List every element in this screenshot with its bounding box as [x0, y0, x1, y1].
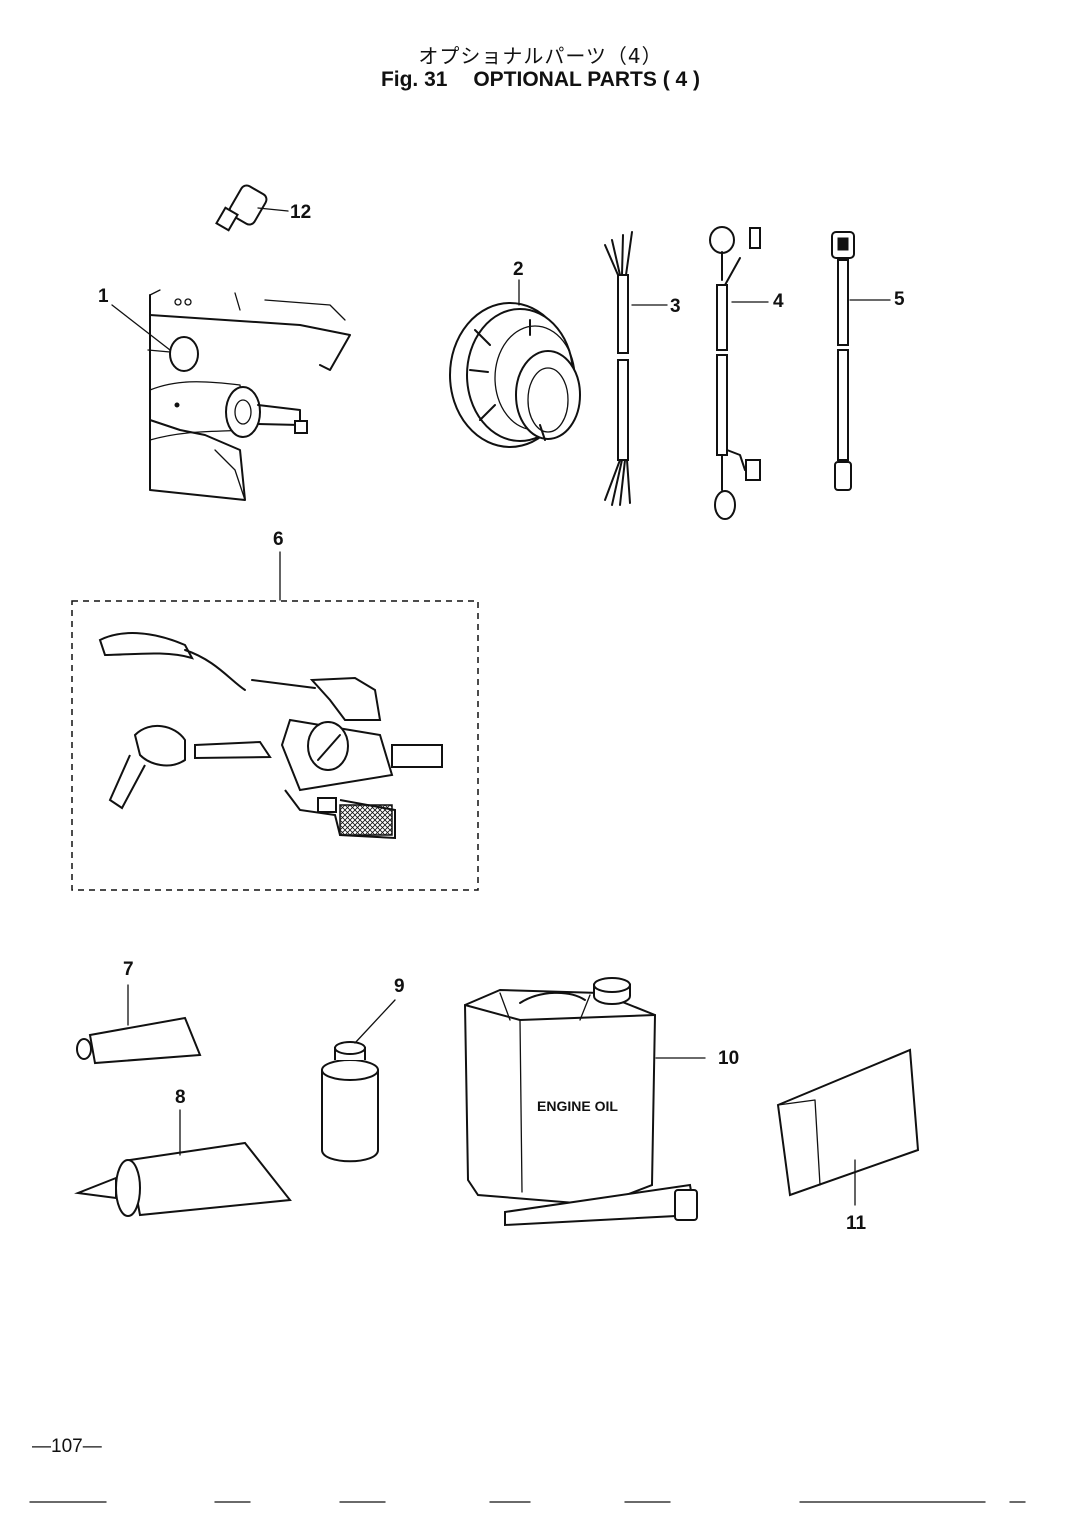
callout-8: 8 — [175, 1087, 186, 1108]
part-3-wire-harness — [604, 231, 668, 506]
part-10-engine-oil-can — [463, 977, 706, 1227]
engine-oil-label: ENGINE OIL — [537, 1098, 618, 1114]
part-6-pump-kit — [98, 632, 443, 840]
page-number: —107— — [32, 1436, 102, 1457]
callout-2: 2 — [513, 259, 524, 280]
callout-5: 5 — [894, 289, 905, 310]
callout-10: 10 — [718, 1048, 740, 1069]
part-5-lead-coupler — [831, 231, 891, 491]
part-7-grease-tube-small — [76, 984, 202, 1065]
part-12-anode — [215, 184, 289, 232]
part-2-ring-cover — [449, 279, 581, 448]
part-1-gearcase — [111, 289, 351, 501]
part-4-harness-connector — [709, 226, 769, 520]
figure-title: OPTIONAL PARTS ( 4 ) — [473, 68, 701, 91]
callout-9: 9 — [394, 976, 405, 997]
part-8-grease-tube-large — [74, 1109, 292, 1217]
page-title-english: Fig. 31 OPTIONAL PARTS ( 4 ) — [0, 68, 1081, 92]
callout-11: 11 — [846, 1213, 867, 1234]
part-9-aerosol-can — [321, 999, 396, 1163]
callout-6: 6 — [273, 529, 284, 550]
callout-4: 4 — [773, 291, 784, 312]
callout-12: 12 — [290, 202, 312, 223]
callout-3: 3 — [670, 296, 681, 317]
figure-number: Fig. 31 — [380, 68, 448, 91]
part-6-kit-box — [71, 600, 479, 891]
part-11-packet — [776, 1048, 920, 1206]
callout-1: 1 — [98, 286, 109, 307]
callout-7: 7 — [123, 959, 134, 980]
page-title-japanese: オプショナルパーツ（4） — [418, 44, 663, 68]
